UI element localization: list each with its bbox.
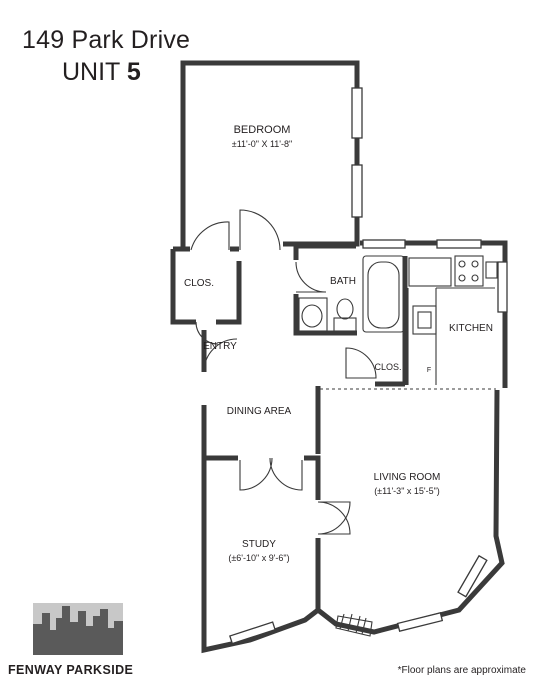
brand-name: FENWAY PARKSIDE <box>8 663 134 677</box>
fenway-parkside-logo <box>33 603 123 655</box>
living-dims: (±11'-3" x 15'-5") <box>374 486 440 496</box>
living-label: LIVING ROOM <box>374 472 441 483</box>
address-title: 149 Park Drive <box>22 26 191 54</box>
unit-number: 5 <box>126 58 141 86</box>
disclaimer: *Floor plans are approximate <box>397 665 526 676</box>
walls <box>170 60 508 654</box>
bedroom-label: BEDROOM <box>234 124 291 136</box>
bath-fixtures <box>298 255 405 333</box>
bay-steps <box>335 613 373 637</box>
study-label: STUDY <box>242 539 276 550</box>
dining-label: DINING AREA <box>227 406 292 417</box>
entry-label: ENTRY <box>203 341 237 352</box>
kitchen-fixture-label: F <box>427 367 431 374</box>
doors <box>190 209 377 535</box>
bath-label: BATH <box>330 276 356 287</box>
bedroom-dims: ±11'-0" X 11'-8" <box>232 139 292 149</box>
unit-prefix: UNIT <box>62 58 120 86</box>
kitchen-fixtures <box>407 255 498 385</box>
bedroom-closet-label: CLOS. <box>184 278 214 289</box>
hall-closet-label: CLOS. <box>374 362 401 372</box>
windows <box>229 87 508 645</box>
unit-title: UNIT 5 <box>62 58 141 87</box>
kitchen-label: KITCHEN <box>449 323 493 334</box>
study-dims: (±6'-10" x 9'-6") <box>228 553 289 563</box>
